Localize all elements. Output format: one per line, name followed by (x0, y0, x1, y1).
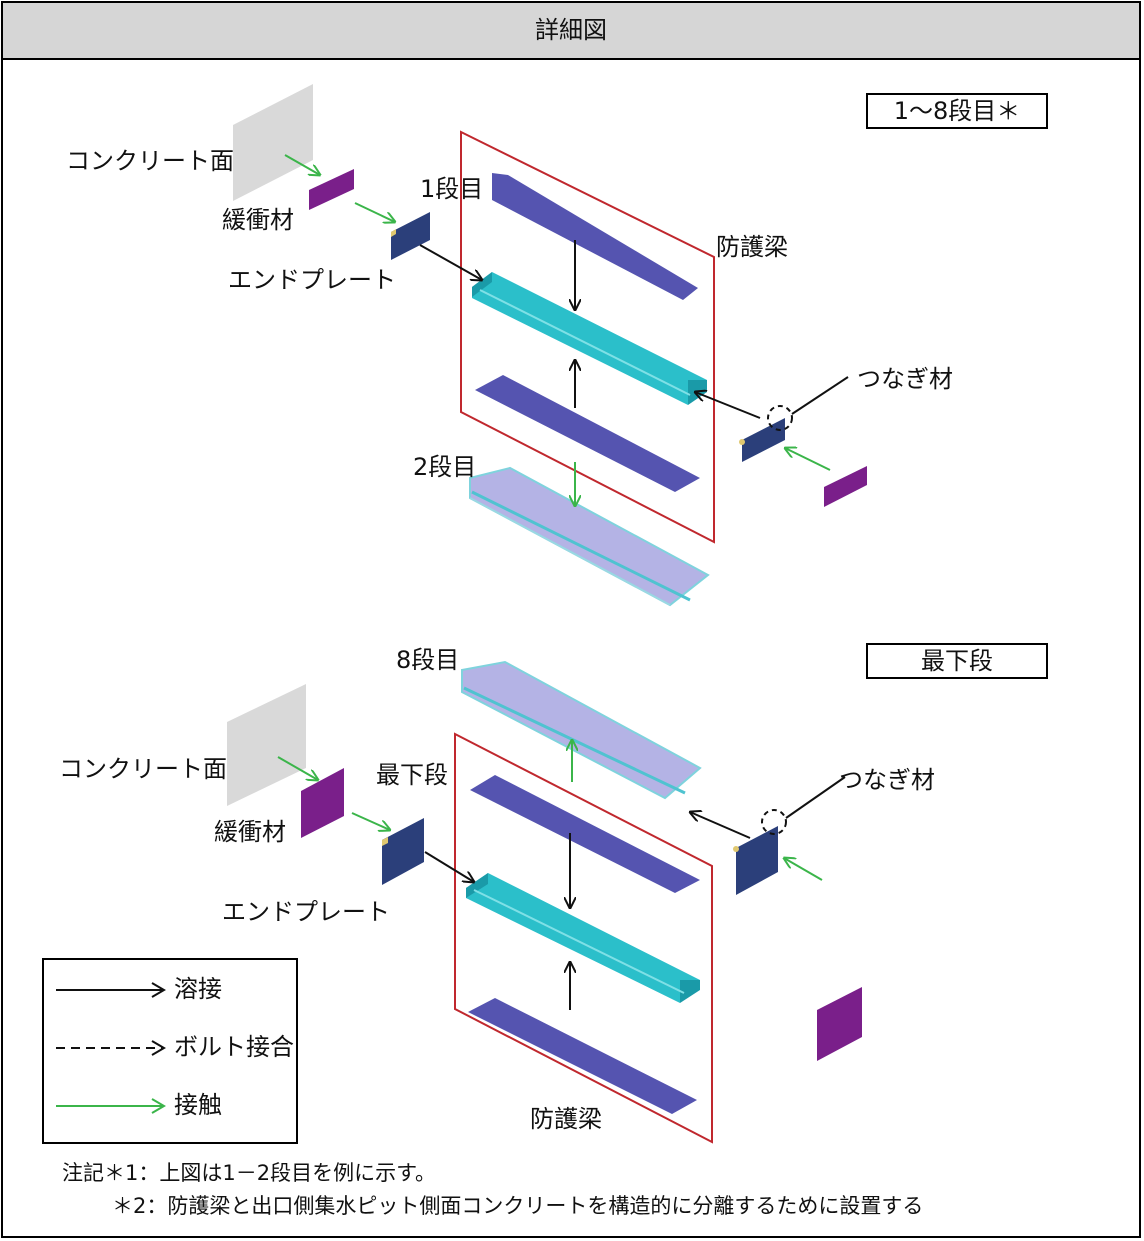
legend-bolt-arrow (56, 1040, 166, 1056)
legend-weld-arrow (56, 982, 166, 998)
plate-bottom-lower (468, 998, 697, 1114)
connector-leader (791, 376, 849, 415)
connector-plate (742, 418, 785, 462)
label-beam-bottom: 防護梁 (530, 1105, 602, 1133)
green-arrow-cushion-bottom (351, 812, 390, 830)
cushion-pad-bottom (301, 768, 344, 838)
connector-cushion-bottom (817, 987, 862, 1061)
label-end-plate: エンドプレート (228, 266, 396, 294)
label-cushion-bottom: 緩衝材 (214, 818, 286, 846)
black-arrow-endplate-bottom (424, 851, 474, 882)
legend-bolt-label: ボルト接合 (174, 1033, 294, 1061)
connector-plate-bottom (736, 826, 778, 895)
green-arrow-concrete-bottom (277, 756, 318, 780)
label-bottom-row: 最下段 (376, 761, 448, 789)
legend-bolt: ボルト接合 (44, 1028, 296, 1068)
legend-weld-label: 溶接 (174, 975, 222, 1003)
concrete-face (233, 84, 313, 201)
concrete-face-bottom (227, 684, 306, 806)
label-row2: 2段目 (413, 453, 477, 481)
black-arrow-connector-bottom (690, 812, 751, 839)
channel-beam (472, 272, 707, 405)
beam-row8 (461, 660, 702, 800)
black-arrow-connector (695, 392, 761, 419)
end-plate-bottom (382, 818, 424, 885)
plate-row1-bottom (475, 375, 700, 492)
end-plate (391, 212, 430, 260)
channel-beam-bottom (466, 873, 700, 1003)
note-2: ＊2：防護梁と出口側集水ピット側面コンクリートを構造的に分離するために設置する (112, 1194, 924, 1218)
label-end-plate-bottom: エンドプレート (222, 898, 390, 926)
label-connector-bottom: つなぎ材 (839, 766, 935, 794)
page-title: 詳細図 (3, 3, 1139, 60)
legend-contact-label: 接触 (174, 1091, 222, 1119)
connector-circle-bottom (761, 809, 787, 835)
beam-row2 (469, 466, 710, 607)
green-arrow-cushion (354, 202, 395, 222)
green-arrow-connector-bottom (784, 858, 823, 881)
label-concrete: コンクリート面 (66, 147, 234, 175)
legend-contact-arrow (56, 1098, 166, 1114)
section-tag-bottom: 最下段 (866, 643, 1048, 679)
connector-leader-bottom (785, 776, 846, 819)
section-tag-top: 1～8段目＊ (866, 93, 1048, 129)
legend: 溶接 ボルト接合 接触 (42, 958, 298, 1144)
black-arrow-endplate (419, 244, 482, 280)
label-row1: 1段目 (420, 175, 484, 203)
plate-row1-top (492, 173, 698, 300)
legend-contact: 接触 (44, 1086, 296, 1126)
connector-circle (767, 405, 793, 431)
beam-frame-bottom (454, 732, 713, 1144)
plate-bottom-top (470, 775, 700, 893)
beam-frame (460, 130, 715, 544)
label-beam: 防護梁 (716, 233, 788, 261)
note-1: 注記＊1：上図は1－2段目を例に示す。 (62, 1161, 436, 1185)
green-arrow-connector (785, 448, 831, 471)
cushion-pad (309, 169, 354, 210)
label-concrete-bottom: コンクリート面 (59, 755, 227, 783)
label-connector: つなぎ材 (857, 365, 953, 393)
legend-weld: 溶接 (44, 970, 296, 1010)
label-row8: 8段目 (396, 646, 460, 674)
green-arrow-concrete (284, 154, 320, 175)
label-cushion: 緩衝材 (222, 206, 294, 234)
connector-cushion (824, 466, 867, 507)
